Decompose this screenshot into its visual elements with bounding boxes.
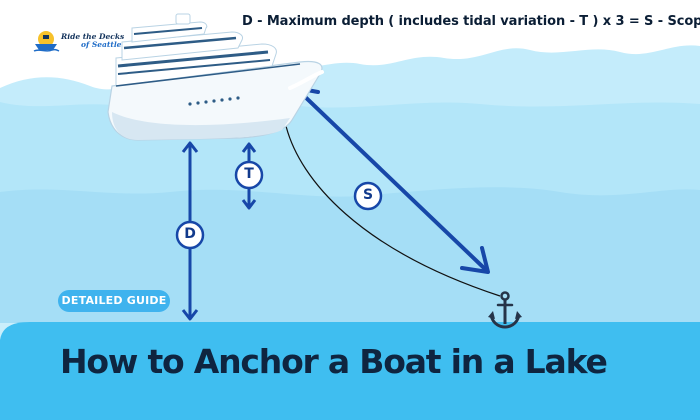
- depth-marker: [177, 222, 203, 248]
- page-title: How to Anchor a Boat in a Lake: [60, 340, 660, 384]
- logo-line-2: of Seattle: [61, 41, 131, 49]
- scope-marker: [355, 183, 381, 209]
- site-logo[interactable]: Ride the Decks of Seattle: [61, 33, 131, 49]
- scope-formula: D - Maximum depth ( includes tidal varia…: [242, 14, 692, 29]
- detailed-guide-badge: DETAILED GUIDE: [58, 290, 170, 312]
- tide-marker: [236, 162, 262, 188]
